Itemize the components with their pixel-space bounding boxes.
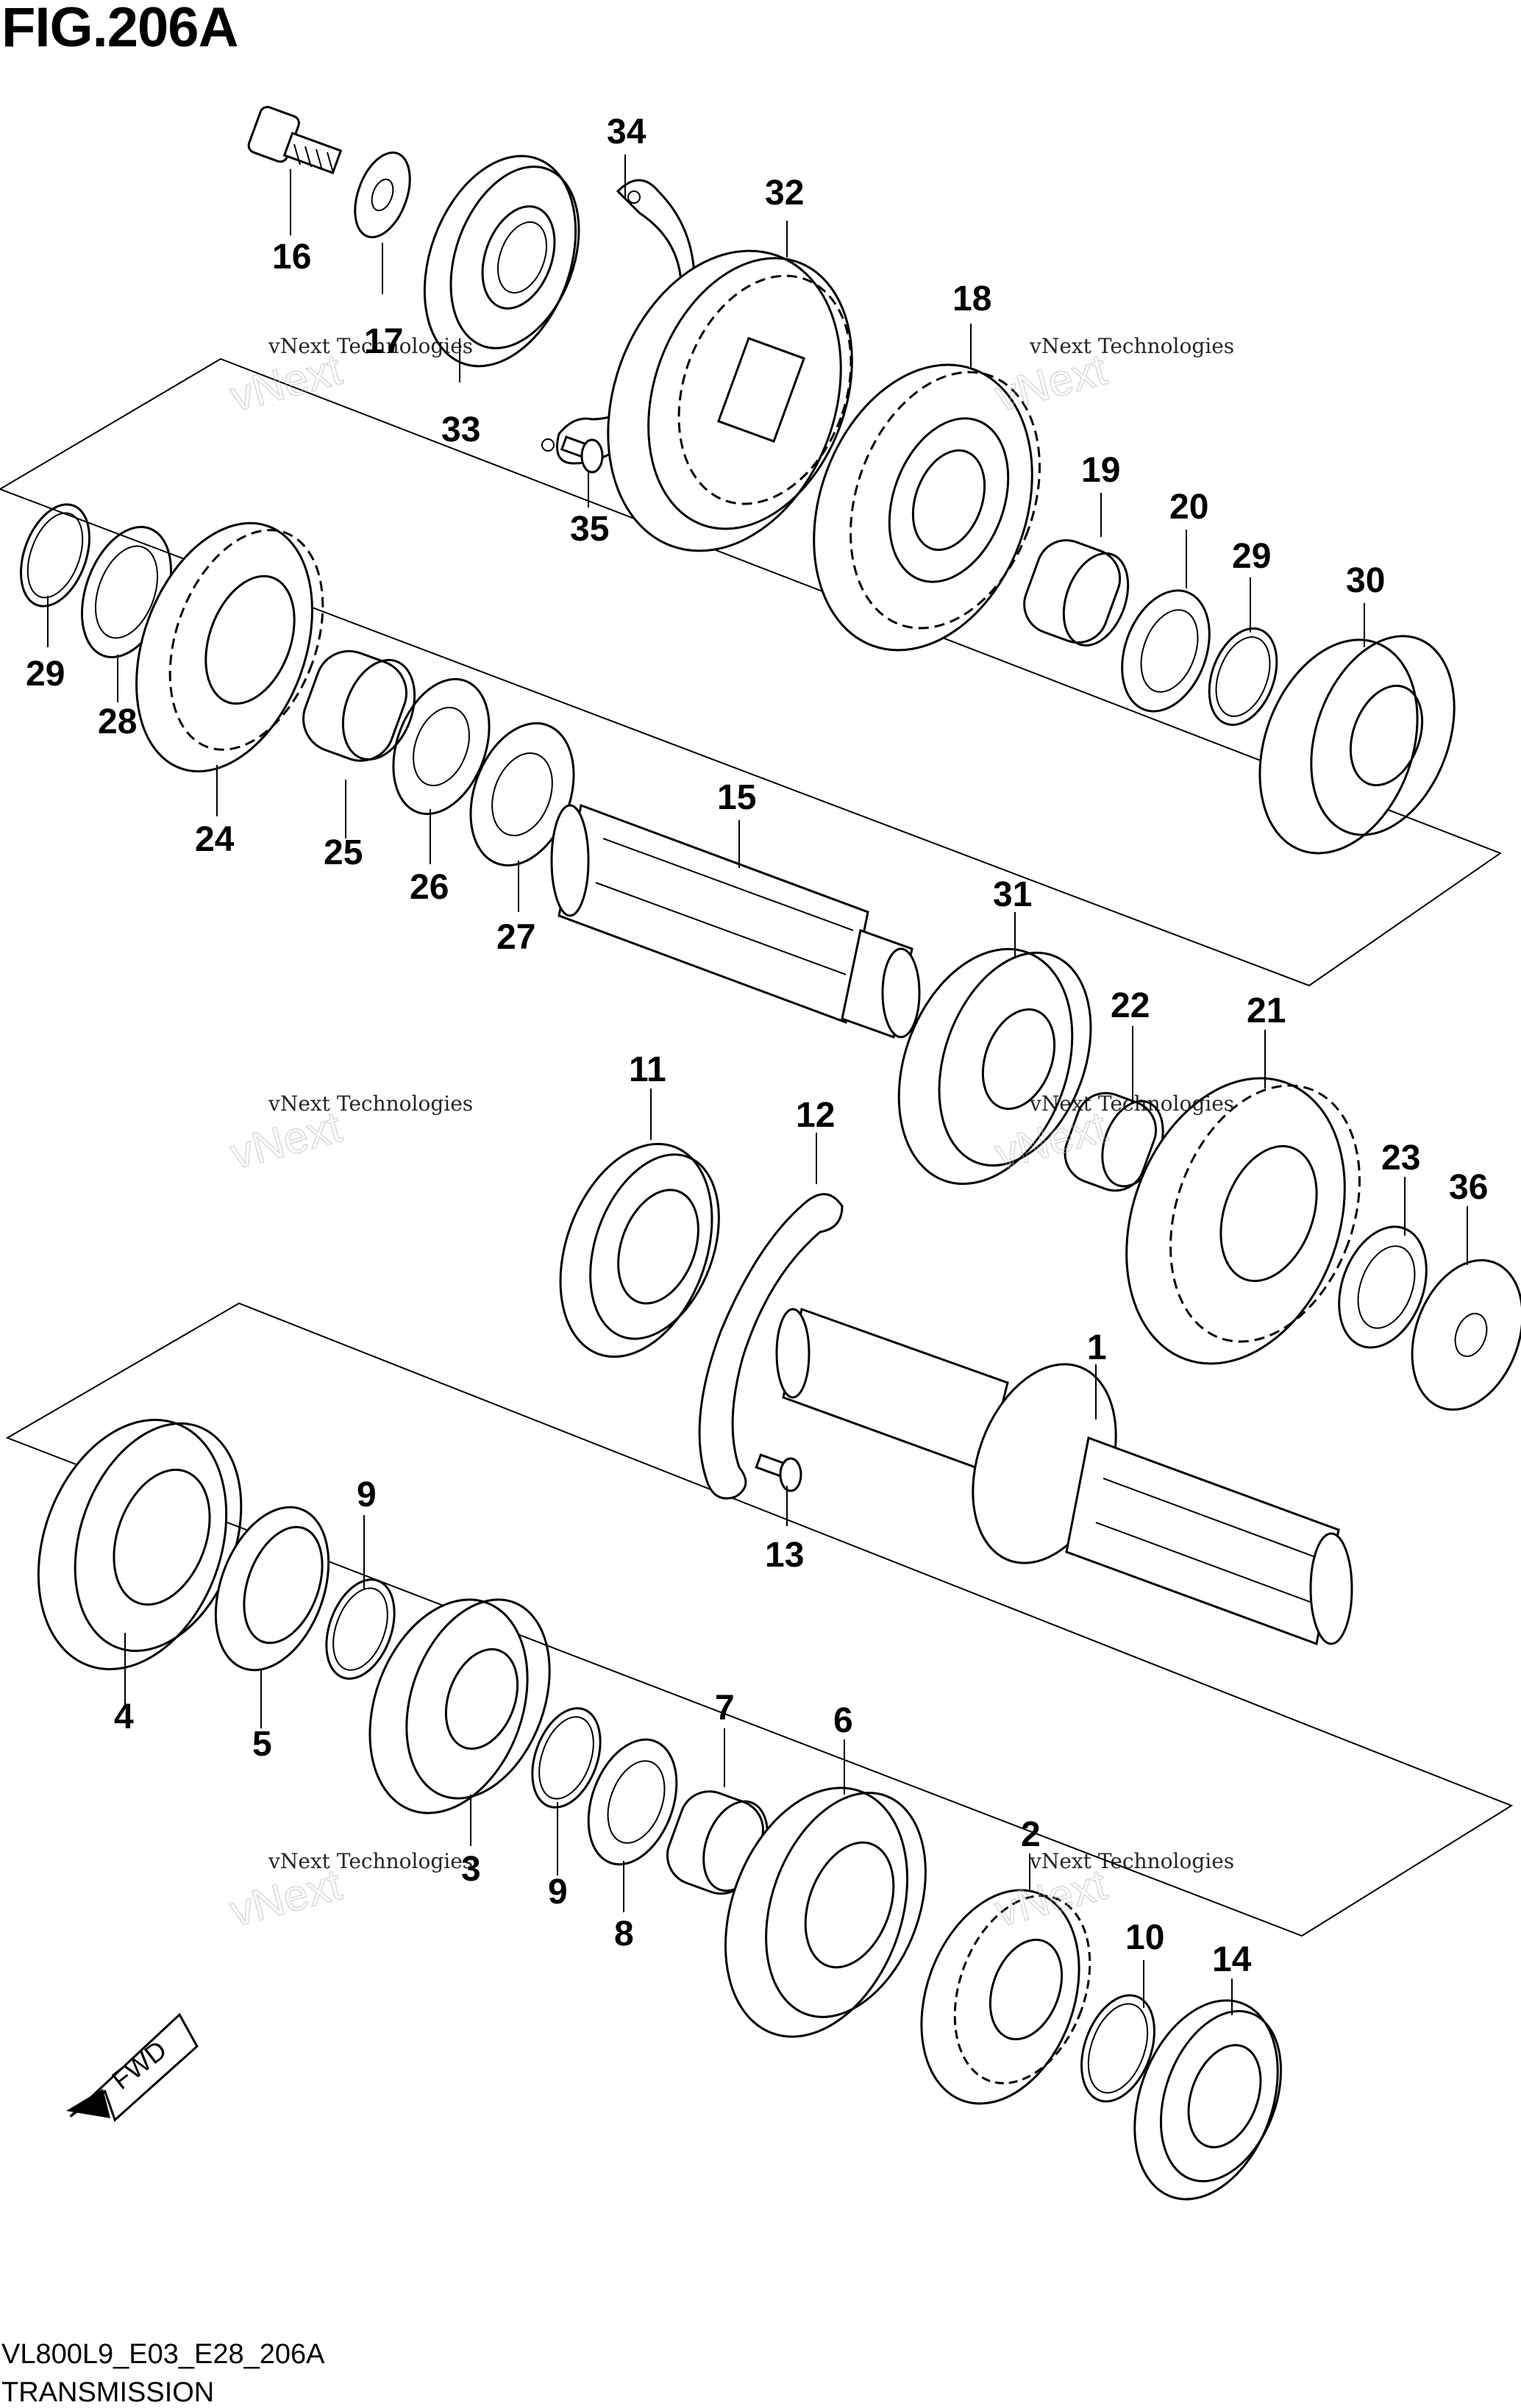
callout-19: 19 xyxy=(1081,451,1120,490)
part-gear-30[interactable] xyxy=(1232,616,1481,875)
part-gear-6[interactable] xyxy=(693,1762,955,2062)
callout-12: 12 xyxy=(796,1096,835,1135)
part-bearing-14[interactable] xyxy=(1109,1981,1304,2220)
watermark-text: vNext Technologies xyxy=(268,1091,473,1116)
callout-18: 18 xyxy=(952,279,991,318)
part-bearing-33[interactable] xyxy=(397,135,603,387)
callout-14: 14 xyxy=(1212,1940,1252,1979)
part-gear-31[interactable] xyxy=(868,925,1118,1208)
upper-assembly-frame xyxy=(0,357,1503,987)
callout-24: 24 xyxy=(195,820,235,859)
figure-title: FIG.206A xyxy=(1,0,238,59)
callouts: 16 17 33 34 35 32 18 19 20 29 30 29 28 2… xyxy=(26,113,1488,1979)
callout-34: 34 xyxy=(607,113,646,152)
callout-15: 15 xyxy=(717,778,756,817)
callout-3: 3 xyxy=(461,1850,481,1889)
callout-29-right: 29 xyxy=(1232,537,1271,576)
part-washer-8[interactable] xyxy=(572,1727,693,1876)
part-bushing-25[interactable] xyxy=(294,642,427,770)
watermark-text: vNext Technologies xyxy=(1029,1091,1234,1116)
part-gear-3[interactable] xyxy=(342,1578,576,1835)
callout-31: 31 xyxy=(993,875,1032,914)
callout-28: 28 xyxy=(98,702,137,741)
assembly-name: TRANSMISSION xyxy=(1,2377,215,2408)
callout-27: 27 xyxy=(496,918,535,957)
watermark-text: vNext Technologies xyxy=(268,334,473,358)
callout-30: 30 xyxy=(1346,561,1385,600)
part-washer-20[interactable] xyxy=(1106,578,1225,723)
part-bushing-5[interactable] xyxy=(195,1492,349,1686)
part-circlip-10[interactable] xyxy=(1068,1985,1168,2112)
callout-6: 6 xyxy=(833,1701,853,1740)
callout-8: 8 xyxy=(614,1914,634,1953)
fwd-arrow-icon: FWD xyxy=(66,2012,199,2122)
part-screw-13[interactable] xyxy=(755,1453,802,1492)
part-mainshaft-1[interactable] xyxy=(775,1308,1353,1646)
callout-26: 26 xyxy=(410,868,449,907)
callout-11: 11 xyxy=(629,1050,666,1089)
part-bolt-16[interactable] xyxy=(246,105,343,174)
callout-1: 1 xyxy=(1087,1328,1107,1367)
part-circlip-9-upper[interactable] xyxy=(314,1570,407,1688)
part-seal-36[interactable] xyxy=(1392,1244,1521,1425)
callout-4: 4 xyxy=(114,1698,134,1736)
callout-13: 13 xyxy=(765,1536,804,1575)
callout-25: 25 xyxy=(324,833,363,872)
callout-22: 22 xyxy=(1111,986,1150,1025)
callout-36: 36 xyxy=(1449,1168,1488,1207)
watermark-text: vNext Technologies xyxy=(268,1849,473,1873)
callout-5: 5 xyxy=(252,1725,272,1764)
part-lockwasher-26[interactable] xyxy=(376,666,507,827)
part-countershaft-15[interactable] xyxy=(550,803,921,1039)
part-circlip-29-right[interactable] xyxy=(1197,619,1289,735)
part-gear-21[interactable] xyxy=(1089,1047,1393,1394)
part-circlip-9-lower[interactable] xyxy=(520,1699,613,1817)
callout-29-left: 29 xyxy=(26,655,65,694)
part-bushing-19[interactable] xyxy=(1016,532,1139,654)
part-circlip-29-left[interactable] xyxy=(8,495,102,616)
part-gear-18[interactable] xyxy=(776,334,1073,681)
part-retainer-12[interactable] xyxy=(698,1193,844,1500)
lower-assembly-frame xyxy=(5,1302,1514,1937)
callout-10: 10 xyxy=(1125,1918,1164,1957)
part-screw-35[interactable] xyxy=(560,435,604,474)
watermark-text: vNext Technologies xyxy=(1029,1849,1234,1873)
callout-9-lower: 9 xyxy=(548,1873,568,1912)
part-gear-2[interactable] xyxy=(894,1868,1114,2126)
callout-9-upper: 9 xyxy=(357,1475,377,1514)
part-washer-17[interactable] xyxy=(344,145,420,244)
watermark-text: vNext Technologies xyxy=(1029,334,1234,358)
leader-lines xyxy=(47,154,1468,2015)
callout-17: 17 xyxy=(364,322,403,361)
callout-2: 2 xyxy=(1021,1815,1041,1854)
callout-23: 23 xyxy=(1381,1139,1420,1178)
callout-33: 33 xyxy=(441,410,480,449)
part-gear-24[interactable] xyxy=(104,499,352,796)
part-bearing-11[interactable] xyxy=(532,1123,742,1378)
callout-32: 32 xyxy=(765,174,804,213)
callout-20: 20 xyxy=(1169,488,1208,527)
callout-35: 35 xyxy=(570,510,609,549)
callout-16: 16 xyxy=(272,238,311,277)
callout-21: 21 xyxy=(1247,991,1286,1030)
model-code: VL800L9_E03_E28_206A xyxy=(1,2339,325,2370)
callout-7: 7 xyxy=(715,1689,735,1728)
part-gear-32[interactable] xyxy=(568,218,888,583)
